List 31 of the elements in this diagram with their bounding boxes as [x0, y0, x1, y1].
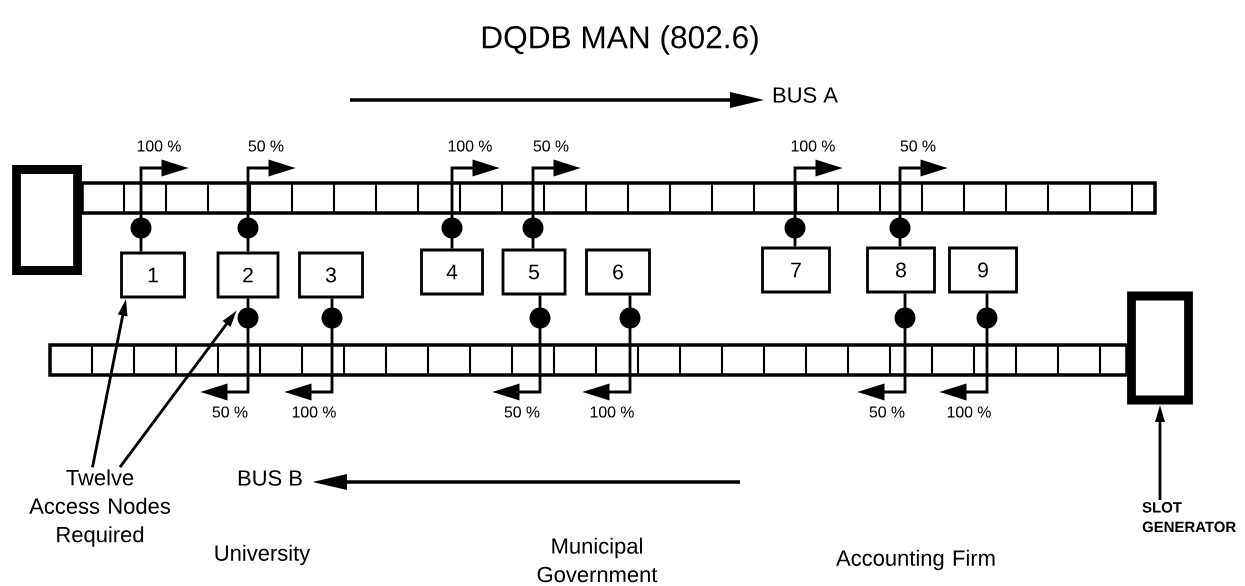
- station-box: 9: [948, 246, 1018, 294]
- edge-label: 100 %: [134, 138, 184, 154]
- slot-generator-box: [12, 165, 82, 275]
- edge-label: 100 %: [445, 138, 495, 154]
- edge-label: 50 %: [531, 138, 571, 154]
- edge-label: 100 %: [944, 404, 994, 420]
- site-label: University: [215, 544, 311, 566]
- station-box: 2: [216, 251, 280, 299]
- edge-label: 100 %: [788, 138, 838, 154]
- station-box: 7: [761, 246, 831, 294]
- station-box: 3: [298, 251, 364, 299]
- bus-label: BUS A: [773, 87, 838, 103]
- callout-text: Twelve Access Nodes Required: [29, 469, 170, 547]
- edge-label: 100 %: [289, 404, 339, 420]
- edge-label: 100 %: [587, 404, 637, 420]
- edge-label: 50 %: [898, 138, 938, 154]
- site-label: Municipal Government: [537, 537, 658, 583]
- title: DQDB MAN (802.6): [482, 25, 758, 55]
- edge-label: 50 %: [246, 138, 286, 154]
- edge-label: 50 %: [502, 404, 542, 420]
- station-box: 8: [866, 246, 936, 294]
- callout-text: SLOT GENERATOR: [1142, 502, 1236, 533]
- site-label: Accounting Firm: [836, 549, 995, 571]
- station-box: 6: [585, 248, 651, 296]
- slot-generator-box: [1127, 291, 1193, 405]
- edge-label: 50 %: [210, 404, 250, 420]
- bus-label: BUS B: [238, 470, 302, 486]
- station-box: 4: [420, 248, 484, 296]
- station-box: 5: [501, 248, 567, 296]
- station-box: 1: [120, 251, 186, 299]
- edge-label: 50 %: [867, 404, 907, 420]
